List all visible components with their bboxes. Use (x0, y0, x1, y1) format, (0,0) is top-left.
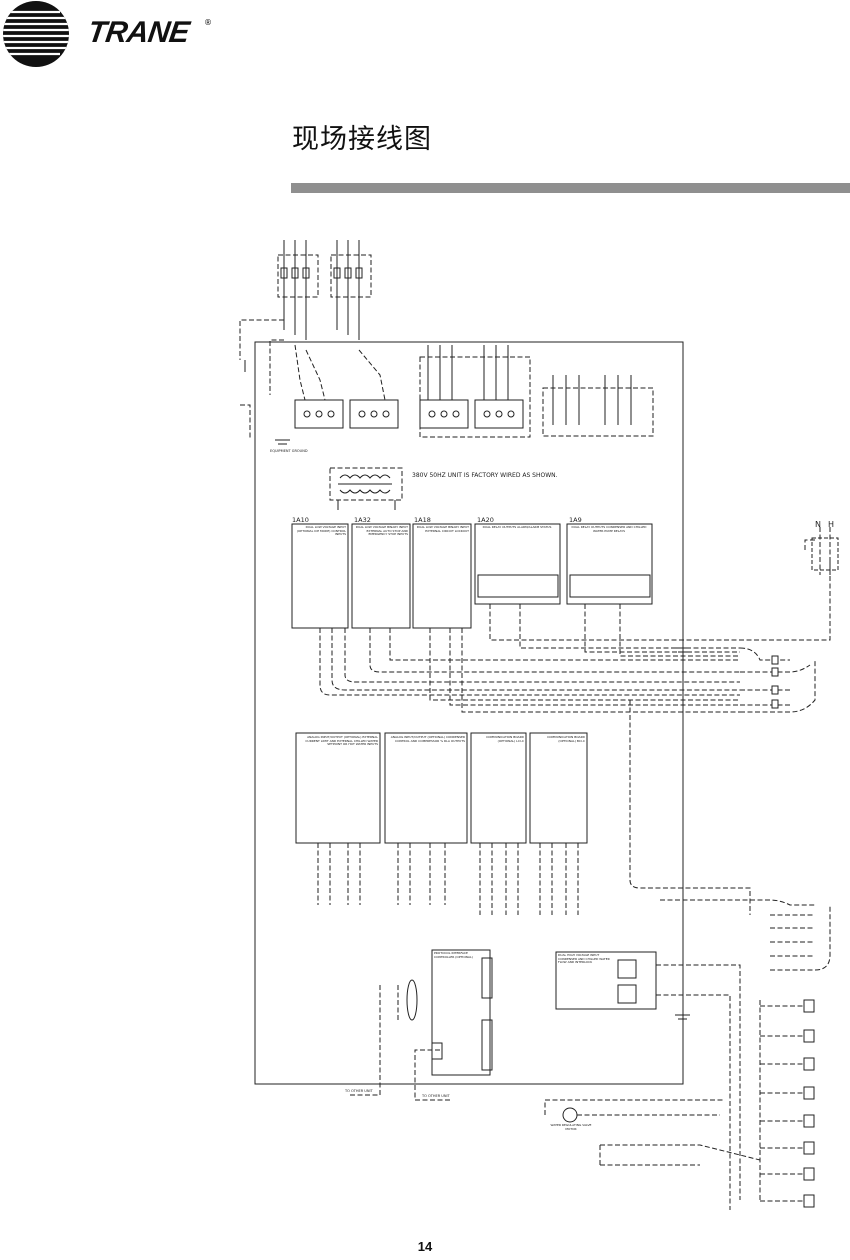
lower-module-3-desc: COMMUNICATION BOARD (OPTIONAL) LCI-C (486, 736, 524, 743)
lower-module-4-desc: COMMUNICATION BOARD (OPTIONAL) BCI-C (547, 736, 585, 743)
module-1a32 (351, 523, 411, 629)
module-1a20 (474, 523, 561, 605)
page-number: 14 (417, 1239, 433, 1254)
trane-logo: TRANE ® (0, 0, 230, 72)
lower-module-1-desc: ANALOG INPUT/OUTPUT (OPTIONAL) EXTERNAL … (305, 736, 378, 747)
flow-interlock-module (555, 951, 657, 1010)
equipment-ground-label: EQUIPMENT GROUND (270, 449, 308, 453)
module-1a9-desc: DUAL RELAY OUTPUTS CONDENSER AND CHILLED… (571, 526, 647, 533)
to-other-unit-label-1: TO OTHER UNIT (344, 1089, 373, 1093)
hot-label: H (828, 520, 834, 529)
module-1a32-desc: DUAL LOW VOLTAGE BINARY INPUT EXTERNAL A… (355, 526, 408, 537)
protocol-interface-module (431, 949, 491, 1076)
lower-module-2-desc: ANALOG INPUT/OUTPUT (OPTIONAL) CONDENSER… (390, 736, 465, 743)
module-1a9 (566, 523, 653, 605)
module-1a10-id: 1A10 (292, 516, 309, 524)
trane-globe-icon (3, 1, 69, 67)
module-comm-bci (529, 732, 588, 844)
module-1a20-id: 1A20 (477, 516, 494, 524)
to-other-unit-label-2: TO OTHER UNIT (421, 1094, 450, 1098)
flow-module-desc: DUAL HIGH VOLTAGE INPUT CONDENSER AND CH… (558, 954, 610, 965)
module-1a10-desc: DUAL LOW VOLTAGE INPUT (OPTIONAL ICE MOD… (296, 526, 346, 537)
title-divider (291, 183, 850, 193)
protocol-module-desc: PROTOCOL INTERFACE CONTROLLER (OPTIONAL) (434, 952, 473, 959)
module-analog-io-2 (384, 732, 468, 844)
registered-mark: ® (204, 18, 212, 27)
module-1a9-id: 1A9 (569, 516, 582, 524)
module-comm-lci (470, 732, 527, 844)
unit-enclosure (254, 341, 684, 1085)
water-valve-label: WATER REGULATING VALVE MOTOR (550, 1124, 592, 1131)
module-analog-io-1 (295, 732, 381, 844)
module-1a18-id: 1A18 (414, 516, 431, 524)
module-1a18 (412, 523, 472, 629)
neutral-label: N (815, 520, 821, 529)
factory-wiring-note: 380V 50HZ UNIT IS FACTORY WIRED AS SHOWN… (412, 472, 558, 479)
module-1a18-desc: DUAL LOW VOLTAGE BINARY INPUT EXTERNAL C… (416, 526, 469, 533)
module-1a20-desc: DUAL RELAY OUTPUTS ALARM/ALARM STATUS (482, 526, 552, 529)
page-title: 现场接线图 (292, 124, 432, 155)
module-1a32-id: 1A32 (354, 516, 371, 524)
